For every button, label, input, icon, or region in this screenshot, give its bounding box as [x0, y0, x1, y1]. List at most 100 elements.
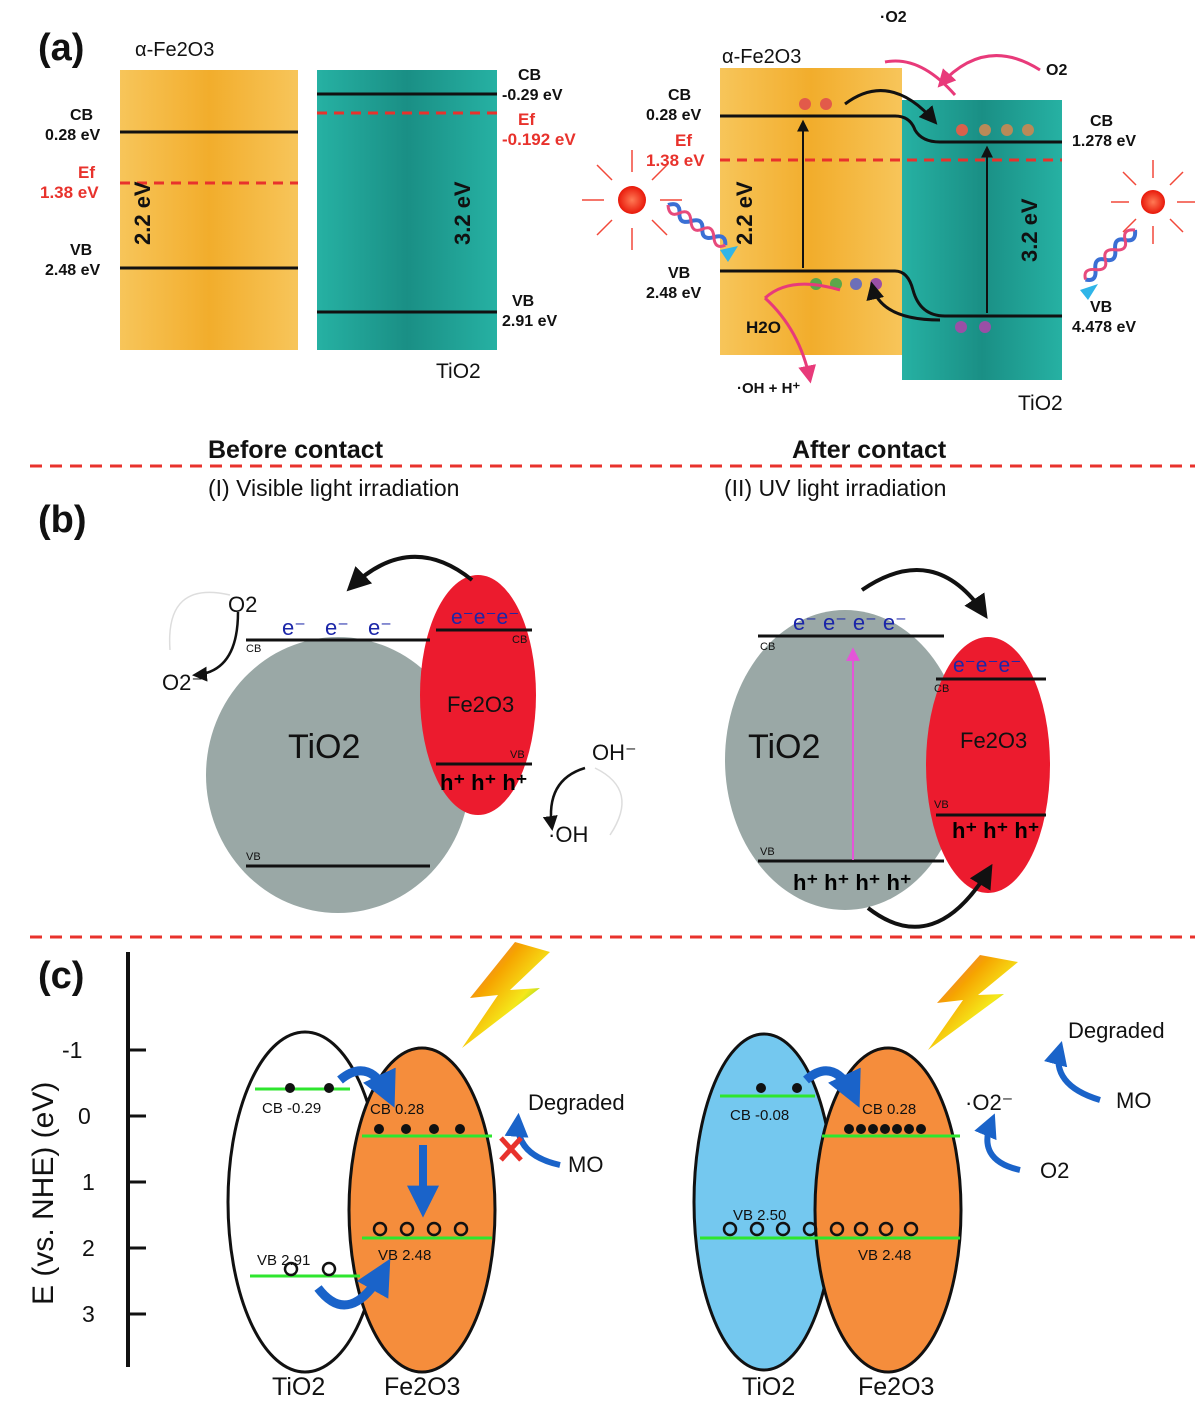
c-right-holes: [722, 1221, 919, 1237]
panel-c: (c) -1 0 1 2 3 E (vs. NHE) (eV): [27, 942, 1165, 1401]
before-tio2-title: TiO2: [436, 360, 481, 383]
c-right-ti-cb-label: CB -0.08: [730, 1107, 789, 1124]
after-fe-ef-value: 1.38 eV: [646, 151, 705, 170]
h2o-arrow-head: [763, 282, 841, 300]
right-fe-vb-label: VB: [934, 799, 949, 811]
before-ti-gap: 3.2 eV: [450, 181, 475, 245]
o2-radical-label: ·O2: [880, 9, 907, 26]
after-ti-vb-label: VB: [1090, 299, 1112, 316]
right-tio2-ellipse: [725, 610, 965, 910]
left-fe2o3-label: Fe2O3: [447, 692, 514, 717]
left-fe-electrons: e⁻e⁻e⁻: [451, 606, 519, 629]
right-tio2-holes: h⁺ h⁺ h⁺ h⁺: [793, 870, 912, 895]
c-left-mo-label: MO: [568, 1152, 603, 1177]
before-ti-ef-value: -0.192 eV: [502, 130, 576, 149]
after-ti-cb-label: CB: [1090, 113, 1113, 130]
before-fe-cb-label: CB: [70, 107, 93, 124]
left-electron-transfer-arrow: [346, 554, 474, 592]
c-right-fe-vb-label: VB 2.48: [858, 1247, 911, 1264]
c-right-fe2o3-ellipse: [813, 1046, 963, 1374]
left-tio2-electron-1: e⁻: [282, 615, 306, 640]
left-o2-loop: [168, 591, 231, 651]
left-tio2-electron-2: e⁻: [325, 615, 349, 640]
panel-b-left-caption: (I) Visible light irradiation: [208, 475, 459, 501]
right-tio2-electrons: e⁻ e⁻ e⁻ e⁻: [793, 610, 907, 635]
after-electron-transfer-arrow: [844, 89, 938, 125]
after-fe-gap: 2.2 eV: [732, 181, 757, 245]
c-right-mo-arrow: [1044, 1041, 1101, 1103]
left-fe-vb-label: VB: [510, 749, 525, 761]
right-fe-electrons: e⁻e⁻e⁻: [953, 654, 1021, 677]
c-right-o2-label: O2: [1040, 1158, 1069, 1183]
right-electron-transfer-arrow: [860, 568, 988, 619]
left-tio2-label: TiO2: [288, 728, 360, 766]
after-fe2o3-title: α-Fe2O3: [722, 46, 801, 68]
before-ti-vb-value: 2.91 eV: [502, 313, 557, 330]
left-oh-oxidation-arrow: [542, 766, 586, 831]
left-tio2-electron-3: e⁻: [368, 615, 392, 640]
c-right-tio2-label: TiO2: [742, 1373, 795, 1401]
c-left-degraded-label: Degraded: [528, 1090, 625, 1115]
left-tio2-vb-label: VB: [246, 851, 261, 863]
panel-b: (I) Visible light irradiation (II) UV li…: [38, 475, 1050, 929]
c-left-lightning-icon: [462, 942, 550, 1048]
c-left-holes: [283, 1221, 469, 1277]
after-electrons: [799, 98, 1034, 136]
c-left-ti-vb-label: VB 2.91: [257, 1252, 310, 1269]
h2o-label: H2O: [746, 318, 781, 337]
left-o2-minus-label: O2⁻: [162, 670, 203, 695]
before-ti-ef-label: Ef: [518, 110, 535, 129]
energy-axis-ticks: [128, 1048, 146, 1316]
left-oh-loop: [594, 767, 623, 836]
after-ti-vb-value: 4.478 eV: [1072, 319, 1136, 336]
o2-arrow-tail: [937, 54, 1041, 88]
before-fe-vb-label: VB: [70, 242, 92, 259]
oh-label: ·OH + H⁺: [737, 380, 800, 397]
panel-c-label: (c): [38, 955, 84, 997]
after-ti-gap: 3.2 eV: [1017, 198, 1042, 262]
before-ti-vb-label: VB: [512, 293, 534, 310]
tick-label-minus1: -1: [62, 1037, 82, 1063]
left-tio2-ellipse: [206, 637, 470, 913]
panel-b-label: (b): [38, 499, 87, 541]
after-tio2-title: TiO2: [1018, 392, 1063, 415]
after-cb-band: [720, 114, 1062, 144]
right-tio2-vb-label: VB: [760, 846, 775, 858]
left-o2-label: O2: [228, 592, 257, 617]
c-right-mo-label: MO: [1116, 1088, 1151, 1113]
after-contact-caption: After contact: [792, 436, 947, 464]
sun-icon-right: [1111, 160, 1195, 244]
right-fe2o3-label: Fe2O3: [960, 728, 1027, 753]
panel-b-right-caption: (II) UV light irradiation: [724, 475, 946, 501]
left-tio2-cb-label: CB: [246, 643, 261, 655]
before-tio2-block: [317, 70, 497, 350]
right-fe-holes: h⁺ h⁺ h⁺: [952, 818, 1039, 843]
before-contact-caption: Before contact: [208, 436, 384, 464]
h2o-oxidation-arrow: [763, 296, 816, 384]
c-right-fe-cb-label: CB 0.28: [862, 1101, 916, 1118]
c-right-o2-radical-label: ·O2⁻: [965, 1090, 1013, 1115]
after-fe-vb-value: 2.48 eV: [646, 285, 701, 302]
c-right-degraded-label: Degraded: [1068, 1018, 1165, 1043]
after-hole-transfer-arrow: [866, 281, 941, 322]
photon-wave-left-icon: [666, 202, 738, 262]
before-ti-cb-label: CB: [518, 67, 541, 84]
c-left-blocked-icon: [499, 1136, 523, 1162]
left-o2-reduction-arrow: [192, 611, 240, 682]
after-fe-ef-label: Ef: [675, 131, 692, 150]
c-right-electrons: [756, 1083, 926, 1134]
left-fe2o3-ellipse: [420, 575, 536, 815]
right-fe-cb-label: CB: [934, 683, 949, 695]
c-left-electron-transfer-arrow: [337, 1066, 396, 1108]
c-left-electrons: [285, 1083, 465, 1134]
c-left-tio2-label: TiO2: [272, 1373, 325, 1401]
c-right-electron-transfer-arrow: [803, 1066, 861, 1108]
before-ti-cb-value: -0.29 eV: [502, 87, 563, 104]
right-hole-transfer-arrow: [866, 863, 993, 929]
c-left-ti-cb-label: CB -0.29: [262, 1100, 321, 1117]
after-fe-cb-label: CB: [668, 87, 691, 104]
c-left-fe2o3-label: Fe2O3: [384, 1373, 460, 1401]
tick-label-0: 0: [78, 1103, 91, 1129]
before-fe2o3-title: α-Fe2O3: [135, 39, 214, 61]
c-right-ti-vb-label: VB 2.50: [733, 1207, 786, 1224]
